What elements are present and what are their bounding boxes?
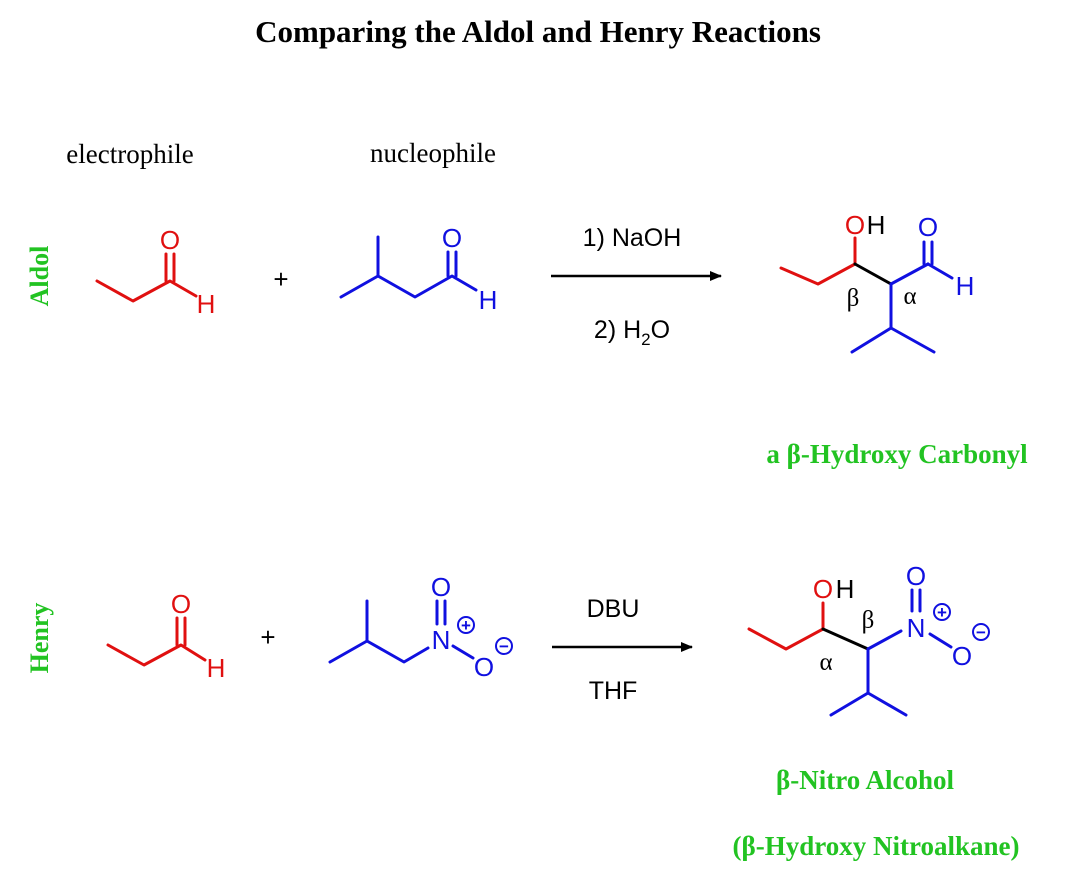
electrophile-label: electrophile [66,139,193,169]
henry-condition-2: THF [589,677,638,705]
hydrogen-atom: H [479,285,498,315]
alpha-carbon-label: α [819,649,832,676]
plus-sign: + [260,622,275,652]
alpha-carbon-label: α [903,283,916,310]
hydroxyl-hydrogen: H [836,574,855,604]
nitro-oxygen-2: O [474,652,494,682]
aldol-side-label: Aldol [25,246,54,307]
henry-electrophile-propanal: O H [106,589,226,683]
aldol-condition-1: 1) NaOH [583,224,682,252]
hydrogen-atom: H [197,289,216,319]
henry-nucleophile-nitroalkane: O N O + − [328,572,513,682]
nitro-oxygen-1: O [431,572,451,602]
hydroxyl-oxygen: O [813,574,833,604]
oxygen-atom: O [171,589,191,619]
positive-charge-icon [933,603,951,621]
aldol-condition-2: 2) H2O [594,316,670,349]
aldol-product-beta-hydroxy-carbonyl: O H O H β α [779,210,975,354]
hydroxyl-hydrogen: H [867,210,886,240]
negative-charge-icon [495,637,513,655]
nitrogen-atom: N [432,625,451,655]
henry-product-label: β-Nitro Alcohol [776,765,954,795]
beta-carbon-label: β [862,607,875,634]
oxygen-atom: O [160,225,180,255]
aldehyde-hydrogen: H [956,271,975,301]
nitrogen-atom: N [907,613,926,643]
henry-product-beta-nitro-alcohol: O H O N O + − α β [747,561,990,717]
page-title: Comparing the Aldol and Henry Reactions [255,14,821,49]
hydrogen-atom: H [207,653,226,683]
negative-charge-sign: − [976,623,986,642]
carbonyl-oxygen: O [918,212,938,242]
nitro-oxygen-1: O [906,561,926,591]
henry-product-label-alt: (β-Hydroxy Nitroalkane) [733,831,1020,861]
positive-charge-icon [457,616,475,634]
negative-charge-icon [972,623,990,641]
negative-charge-sign: − [499,637,509,656]
henry-condition-1: DBU [587,595,640,623]
hydroxyl-oxygen: O [845,210,865,240]
plus-sign: + [273,264,288,294]
aldol-nucleophile-3-methylbutanal: O H [339,223,498,315]
aldol-electrophile-propanal: O H [95,225,216,319]
aldol-product-label: a β-Hydroxy Carbonyl [766,439,1028,469]
positive-charge-sign: + [937,603,947,622]
oxygen-atom: O [442,223,462,253]
positive-charge-sign: + [461,616,471,635]
nucleophile-label: nucleophile [370,138,496,168]
beta-carbon-label: β [847,285,860,312]
henry-side-label: Henry [25,603,54,674]
nitro-oxygen-2: O [952,641,972,671]
